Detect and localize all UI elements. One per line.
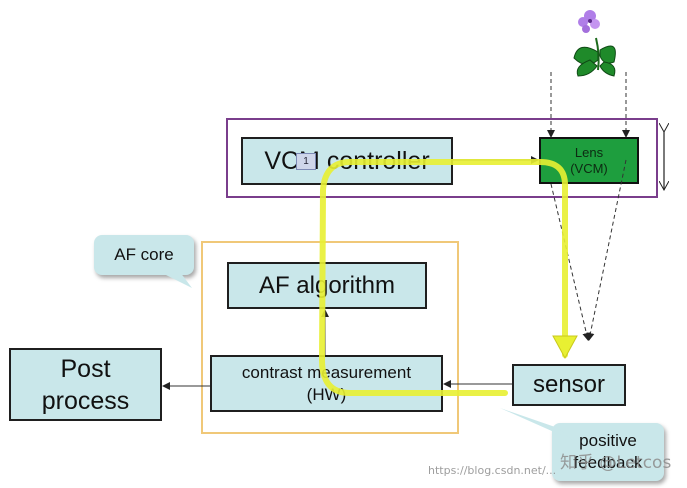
lens-label: Lens: [574, 144, 604, 160]
step-badge-label: 1: [303, 156, 309, 167]
feedback-loop: [318, 159, 568, 396]
sensor-label: sensor: [532, 371, 606, 398]
focus-ray-left: [550, 183, 591, 341]
feedback-loop-arrowhead: [552, 335, 578, 360]
focus-ray-right: [586, 159, 627, 341]
post-process-label: Post: [60, 354, 111, 383]
sensor-box: sensor: [512, 364, 626, 406]
watermark-url: https://blog.csdn.net/...: [428, 464, 557, 477]
positive-feedback-sub-label: feedback: [573, 453, 643, 472]
af-core-frame: [201, 241, 459, 434]
watermark-site: 知乎 @Letcos: [560, 453, 672, 473]
feedback-callout-tail: [500, 408, 572, 440]
positive-feedback-callout: positive feedback: [552, 423, 664, 481]
post-process-sub-label: process: [41, 386, 130, 415]
af-core-callout: AF core: [94, 235, 194, 275]
contrast-measurement-label: contrast measurement: [241, 362, 412, 382]
af-core-callout-tail: [160, 272, 192, 288]
flower-icon: [573, 10, 616, 77]
af-algorithm-box: AF algorithm: [227, 262, 427, 309]
vcm-module-frame: [226, 118, 658, 198]
step-badge: 1: [296, 153, 316, 170]
af-core-label: AF core: [114, 245, 174, 264]
lens-sub-label: (VCM): [570, 160, 608, 176]
positive-feedback-label: positive: [579, 431, 637, 450]
af-algorithm-label: AF algorithm: [258, 271, 396, 299]
post-process-box: Post process: [9, 348, 162, 421]
